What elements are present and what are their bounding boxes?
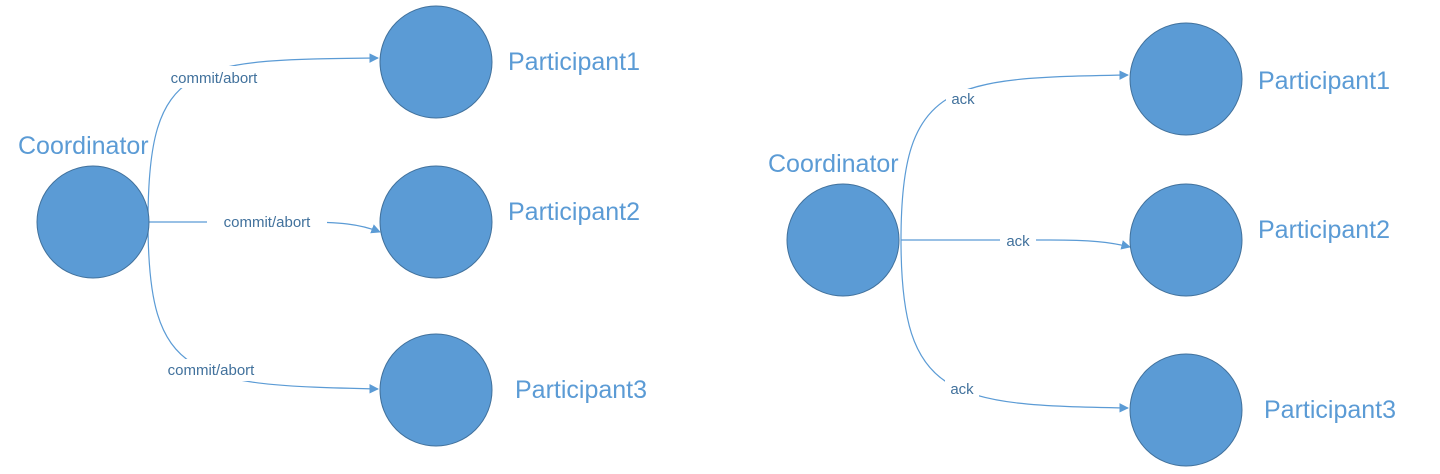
- right-participant3-node: [1129, 353, 1243, 467]
- right-edge-to-participant2: [901, 239, 1131, 250]
- left-coordinator-label: Coordinator: [18, 132, 149, 160]
- left-edge-label-3: commit/abort: [168, 362, 256, 379]
- left-edge-label-2: commit/abort: [224, 214, 312, 231]
- right-participant1-node: [1129, 22, 1243, 136]
- right-edge-to-participant3: [900, 239, 1129, 413]
- right-participant3-label: Participant3: [1264, 396, 1396, 424]
- left-coordinator-node: [36, 165, 150, 279]
- left-participant2-label: Participant2: [508, 198, 640, 226]
- right-participant1-label: Participant1: [1258, 67, 1390, 95]
- left-participant1-label: Participant1: [508, 48, 640, 76]
- right-coordinator-node: [786, 183, 900, 297]
- right-edge-label-1: ack: [951, 91, 975, 108]
- left-edge-label-1: commit/abort: [171, 70, 259, 87]
- left-participant3-label: Participant3: [515, 376, 647, 404]
- right-participant2-label: Participant2: [1258, 216, 1390, 244]
- right-coordinator-label: Coordinator: [768, 150, 899, 178]
- right-diagram: ack ack ack Coordinator Participant1 Par…: [768, 22, 1396, 467]
- left-participant3-node: [379, 333, 493, 447]
- right-edge-to-participant1: [900, 70, 1129, 241]
- left-participant1-node: [379, 5, 493, 119]
- right-participant2-node: [1129, 183, 1243, 297]
- right-edge-label-2: ack: [1006, 233, 1030, 250]
- right-edge-label-3: ack: [950, 381, 974, 398]
- left-diagram: commit/abort commit/abort commit/abort C…: [18, 5, 647, 447]
- left-participant2-node: [379, 165, 493, 279]
